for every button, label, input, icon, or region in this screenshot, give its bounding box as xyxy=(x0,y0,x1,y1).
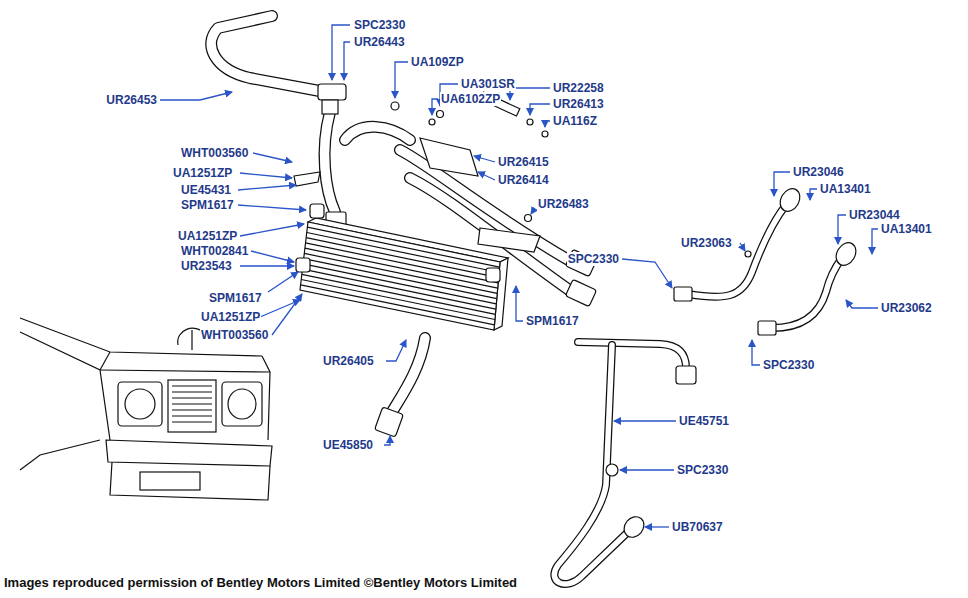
part-number: WHT002841 xyxy=(180,244,249,258)
part-number: SPM1617 xyxy=(208,291,263,305)
part-number: UR23063 xyxy=(680,236,733,250)
part-number: UA109ZP xyxy=(410,55,465,69)
part-number: UA1251ZP xyxy=(200,310,261,324)
hoses xyxy=(211,16,572,437)
part-number: UR26483 xyxy=(537,197,590,211)
car-outline xyxy=(20,318,272,500)
part-number: UE45751 xyxy=(678,414,730,428)
part-number: UR23046 xyxy=(792,165,845,179)
part-number: UA1251ZP xyxy=(177,229,238,243)
part-number: WHT003560 xyxy=(180,146,249,160)
part-number: UR23044 xyxy=(848,208,901,222)
part-number: SPC2330 xyxy=(676,463,729,477)
oil-cooler xyxy=(294,172,508,330)
part-number: UB70637 xyxy=(671,520,724,534)
leader-lines xyxy=(160,25,878,527)
part-number: UR26453 xyxy=(105,93,158,107)
pipes xyxy=(554,185,859,584)
part-number: SPM1617 xyxy=(525,314,580,328)
part-number: SPM1617 xyxy=(180,198,235,212)
part-number: UA301SR xyxy=(460,77,516,91)
part-number: UR26414 xyxy=(497,173,550,187)
part-number: UA1251ZP xyxy=(172,166,233,180)
part-number: UR22258 xyxy=(552,81,605,95)
copyright-caption: Images reproduced permission of Bentley … xyxy=(4,575,517,591)
part-number: UE45850 xyxy=(322,438,374,452)
part-number: UR26413 xyxy=(552,97,605,111)
part-number: UA13401 xyxy=(880,222,933,236)
part-number: UR26405 xyxy=(322,354,375,368)
part-number: UR23062 xyxy=(880,301,933,315)
part-number: SPC2330 xyxy=(762,358,815,372)
part-number: UR26415 xyxy=(497,155,550,169)
part-number: SPC2330 xyxy=(567,252,620,266)
part-number: SPC2330 xyxy=(353,18,406,32)
part-number: UR26443 xyxy=(353,35,406,49)
part-number: UA13401 xyxy=(819,182,872,196)
part-number: UE45431 xyxy=(180,183,232,197)
part-number: UR23543 xyxy=(180,259,233,273)
part-number: UA116Z xyxy=(552,114,598,128)
part-number: UA6102ZP xyxy=(440,92,501,106)
part-number: WHT003560 xyxy=(200,328,269,342)
